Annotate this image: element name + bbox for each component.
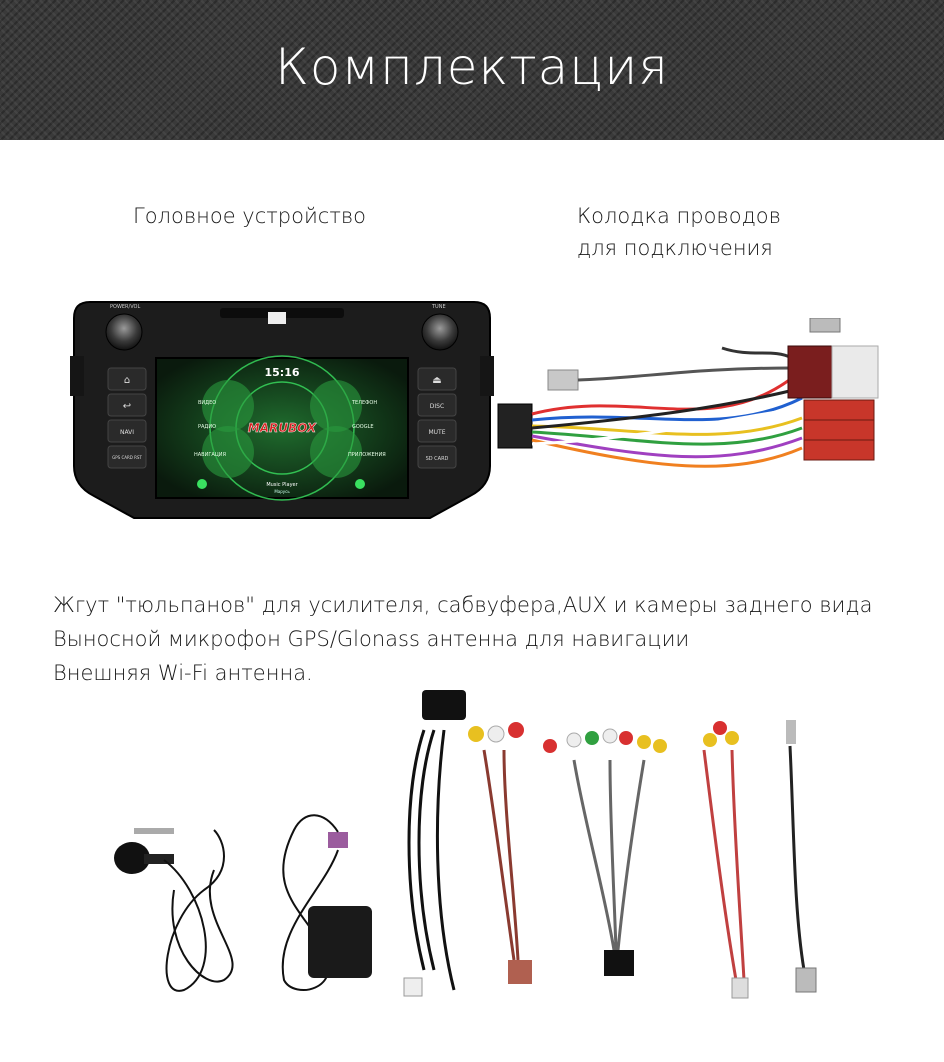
right-button-column: ⏏ DISC MUTE SD CARD — [417, 367, 457, 469]
disc-button[interactable] — [417, 393, 457, 417]
kit-item-microphone-gps: Выносной микрофон GPS/Glonass антенна дл… — [53, 627, 690, 651]
rca-harness-2 — [543, 728, 667, 976]
wiring-label: Колодка проводов для подключения — [577, 200, 781, 264]
kit-item-wifi-antenna: Внешняя Wi-Fi антенна. — [53, 661, 313, 685]
wiring-block-bottom — [803, 399, 875, 461]
sd-card-button[interactable] — [417, 445, 457, 469]
tune-knob[interactable] — [421, 313, 459, 351]
back-button-label: ↩ — [123, 401, 131, 412]
page-title: Комплектация — [275, 38, 669, 96]
menu-video[interactable]: ВИДЕО — [198, 400, 216, 406]
kit-item-rca-harness: Жгут "тюльпанов" для усилителя, сабвуфер… — [53, 593, 873, 617]
disc-button-label: DISC — [430, 403, 444, 410]
head-unit-screen[interactable]: 15:16 MARUBOX ВИДЕО РАДИО НАВИГАЦИЯ ТЕЛЕ… — [155, 355, 409, 501]
knob-left-label: POWER/VOL — [110, 304, 140, 310]
brand-logo: MARUBOX — [248, 421, 317, 435]
mute-button-label: MUTE — [428, 429, 445, 436]
external-microphone — [114, 828, 234, 992]
mute-button[interactable] — [417, 419, 457, 443]
mic-icon[interactable] — [197, 479, 207, 489]
menu-navigation[interactable]: НАВИГАЦИЯ — [194, 452, 226, 458]
sd-card-button-label: SD CARD — [426, 456, 449, 462]
home-button[interactable] — [107, 367, 147, 391]
gps-card-button[interactable] — [107, 445, 147, 469]
wiring-connector-left — [497, 403, 533, 449]
rca-harness-3 — [702, 721, 749, 999]
navi-button-label: NAVI — [120, 429, 134, 436]
page-header: Комплектация — [0, 0, 944, 140]
power-volume-knob[interactable] — [105, 313, 143, 351]
kit-contents-list: Жгут "тюльпанов" для усилителя, сабвуфер… — [53, 588, 872, 690]
knob-right-label: TUNE — [431, 304, 446, 310]
player-title: Music Player — [266, 482, 298, 488]
back-button[interactable] — [107, 393, 147, 417]
wiring-harness-image — [497, 318, 879, 468]
wiring-label-line-1: Колодка проводов — [577, 204, 781, 228]
antenna-extension-cable — [786, 720, 817, 993]
left-button-column: ⌂ ↩ NAVI GPS CARD RST — [107, 367, 147, 469]
navi-button[interactable] — [107, 419, 147, 443]
wiring-label-line-2: для подключения — [577, 236, 773, 260]
rca-harness-1 — [468, 722, 532, 984]
home-button-label: ⌂ — [124, 375, 130, 386]
gps-antenna — [281, 814, 372, 991]
accessories-image — [114, 690, 817, 999]
gps-card-button-label: GPS CARD RST — [112, 455, 142, 460]
wiring-connector-grey — [547, 369, 579, 391]
wifi-antenna — [403, 690, 466, 997]
head-unit-label: Головное устройство — [133, 204, 367, 228]
menu-google[interactable]: GOOGLE — [352, 424, 374, 430]
menu-radio[interactable]: РАДИО — [198, 424, 216, 430]
eject-button[interactable] — [417, 367, 457, 391]
antenna-plug — [809, 318, 841, 333]
screen-clock: 15:16 — [264, 366, 299, 379]
disc-eject-indicator — [268, 312, 286, 324]
head-unit-image: POWER/VOL TUNE ⌂ ↩ NAVI GPS CARD RST ⏏ D… — [70, 301, 494, 519]
eject-button-label: ⏏ — [432, 375, 441, 386]
settings-icon[interactable] — [355, 479, 365, 489]
menu-phone[interactable]: ТЕЛЕФОН — [351, 400, 377, 406]
player-subtitle: Марусь — [274, 489, 290, 494]
menu-apps[interactable]: ПРИЛОЖЕНИЯ — [348, 452, 386, 458]
